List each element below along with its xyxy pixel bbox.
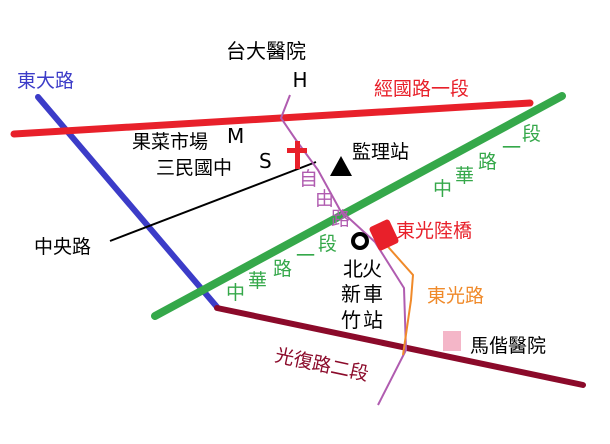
zhonghua-lower-char-1: 中 bbox=[226, 282, 245, 304]
ziyou-char-1: 自 bbox=[299, 168, 318, 190]
guangfu-road-line bbox=[214, 305, 586, 388]
zhonghua-upper-char-2: 華 bbox=[455, 165, 474, 187]
hospital-mark: H bbox=[292, 68, 307, 92]
mackay-label: 馬偕醫院 bbox=[470, 335, 546, 357]
ziyou-char-3: 路 bbox=[331, 208, 350, 230]
dongguang-road-label: 東光路 bbox=[427, 285, 484, 307]
zhonghua-lower-char-3: 路 bbox=[273, 258, 292, 280]
square-icon bbox=[443, 331, 461, 351]
school-label: 三民國中 bbox=[156, 157, 232, 179]
inspection-label: 監理站 bbox=[352, 141, 409, 163]
train-icon bbox=[369, 219, 399, 251]
station-char-3: 新 bbox=[341, 282, 361, 306]
cross-icon bbox=[287, 141, 307, 169]
station-ring-icon bbox=[351, 232, 369, 250]
hospital-label: 台大醫院 bbox=[226, 39, 306, 63]
station-char-4: 車 bbox=[363, 282, 383, 306]
zhonghua-lower-char-5: 段 bbox=[318, 233, 337, 255]
dongguang-bridge-label: 東光陸橋 bbox=[396, 220, 472, 242]
zhonghua-upper-char-1: 中 bbox=[433, 178, 452, 200]
station-char-2: 火 bbox=[362, 257, 382, 281]
zhonghua-lower-char-4: 一 bbox=[296, 245, 315, 267]
zhonghua-upper-char-3: 路 bbox=[478, 151, 497, 173]
triangle-icon bbox=[330, 156, 352, 176]
ziyou-char-2: 由 bbox=[315, 188, 334, 210]
station-char-1: 北 bbox=[343, 257, 363, 281]
zhongyang-road-line bbox=[109, 161, 317, 242]
guangfu-road-label: 光復路二段 bbox=[273, 344, 371, 385]
jingguo-road-label: 經國路一段 bbox=[374, 78, 469, 100]
dongguang-road-line bbox=[381, 239, 415, 356]
market-label: 果菜市場 bbox=[132, 131, 208, 153]
zhonghua-lower-char-2: 華 bbox=[248, 270, 267, 292]
station-char-5: 竹 bbox=[341, 308, 361, 332]
zhonghua-road-line bbox=[151, 92, 566, 320]
zhongyang-road-label: 中央路 bbox=[34, 236, 91, 258]
zhonghua-upper-char-4: 一 bbox=[502, 137, 521, 159]
jingguo-road-line bbox=[10, 99, 534, 138]
zhonghua-upper-char-5: 段 bbox=[522, 123, 541, 145]
dongda-road-label: 東大路 bbox=[17, 70, 74, 92]
ziyou-road-line bbox=[279, 94, 408, 406]
station-char-6: 站 bbox=[363, 308, 383, 332]
school-mark: S bbox=[259, 149, 272, 173]
market-mark: M bbox=[227, 124, 244, 148]
